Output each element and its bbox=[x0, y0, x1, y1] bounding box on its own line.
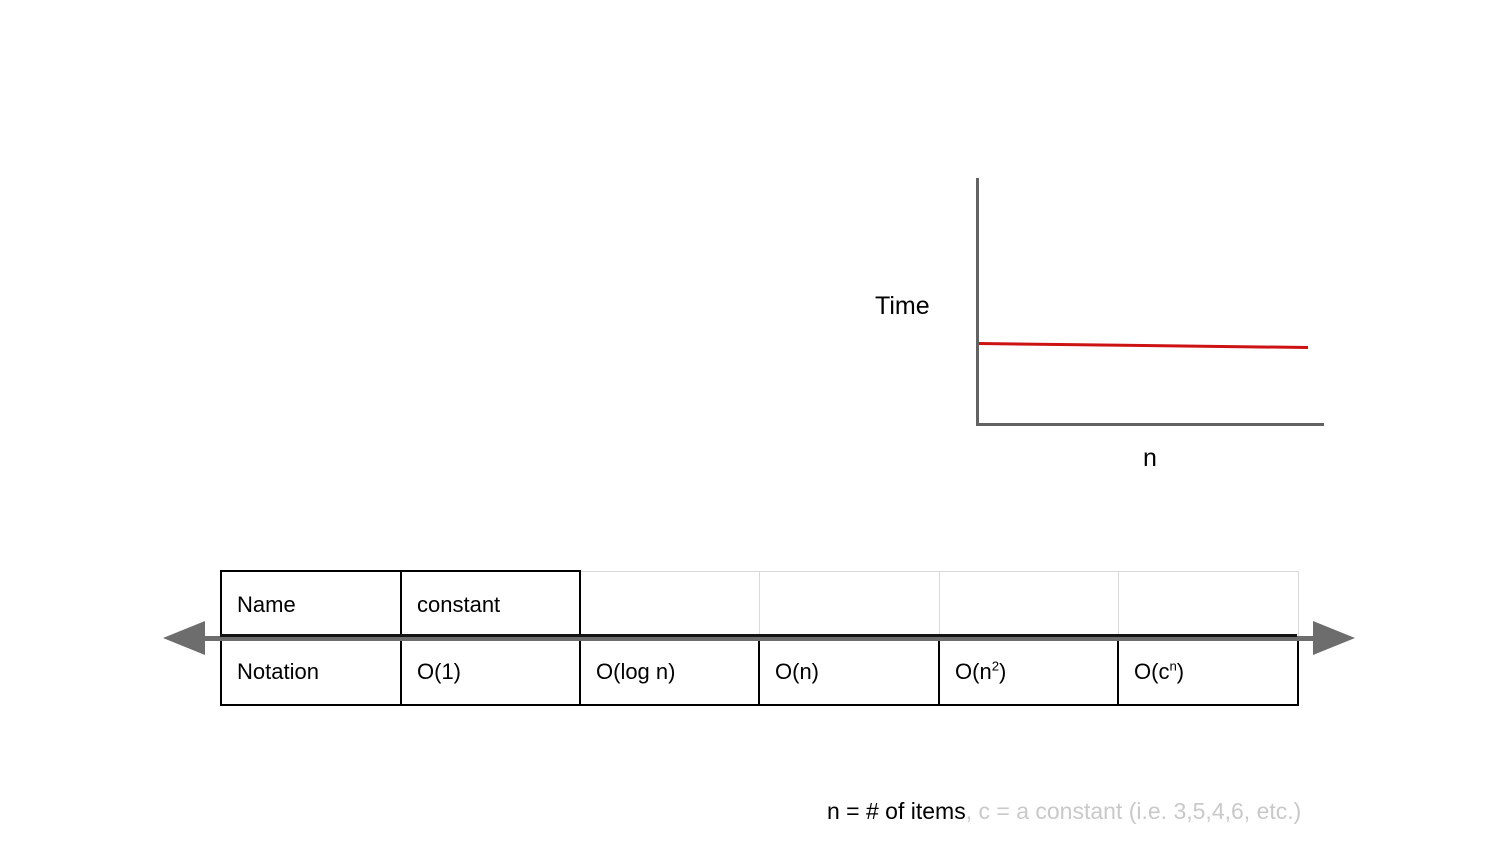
table-divider-line bbox=[220, 634, 1297, 637]
ocn-notation-cell: O(cn) bbox=[1117, 637, 1299, 706]
empty-name-cell-quadratic bbox=[938, 570, 1119, 639]
x-axis-label: n bbox=[1143, 444, 1157, 472]
empty-name-cell-log bbox=[579, 570, 760, 639]
legend-note: n = # of items, c = a constant (i.e. 3,5… bbox=[827, 798, 1301, 825]
left-arrowhead-icon bbox=[163, 621, 205, 655]
arrow-shaft bbox=[196, 636, 1318, 641]
y-axis-label: Time bbox=[875, 292, 930, 320]
big-o-table: Name constant Notation O(1) O(log n) O(n… bbox=[220, 570, 1299, 706]
notation-header-cell: Notation bbox=[220, 637, 402, 706]
on2-notation-cell: O(n2) bbox=[938, 637, 1119, 706]
x-axis bbox=[976, 423, 1324, 426]
name-header-cell: Name bbox=[220, 570, 402, 639]
y-axis bbox=[976, 178, 979, 426]
empty-name-cell-exponential bbox=[1117, 570, 1299, 639]
ologn-notation-cell: O(log n) bbox=[579, 637, 760, 706]
on-notation-cell: O(n) bbox=[758, 637, 940, 706]
constant-name-cell: constant bbox=[400, 570, 581, 639]
name-row: Name constant bbox=[220, 570, 1299, 639]
empty-name-cell-linear bbox=[758, 570, 940, 639]
n-definition: n = # of items bbox=[827, 798, 966, 824]
notation-row: Notation O(1) O(log n) O(n) O(n2) O(cn) bbox=[220, 637, 1299, 706]
o1-notation-cell: O(1) bbox=[400, 637, 581, 706]
c-definition: , c = a constant (i.e. 3,5,4,6, etc.) bbox=[965, 798, 1302, 824]
constant-time-line bbox=[978, 342, 1308, 350]
right-arrowhead-icon bbox=[1313, 621, 1355, 655]
